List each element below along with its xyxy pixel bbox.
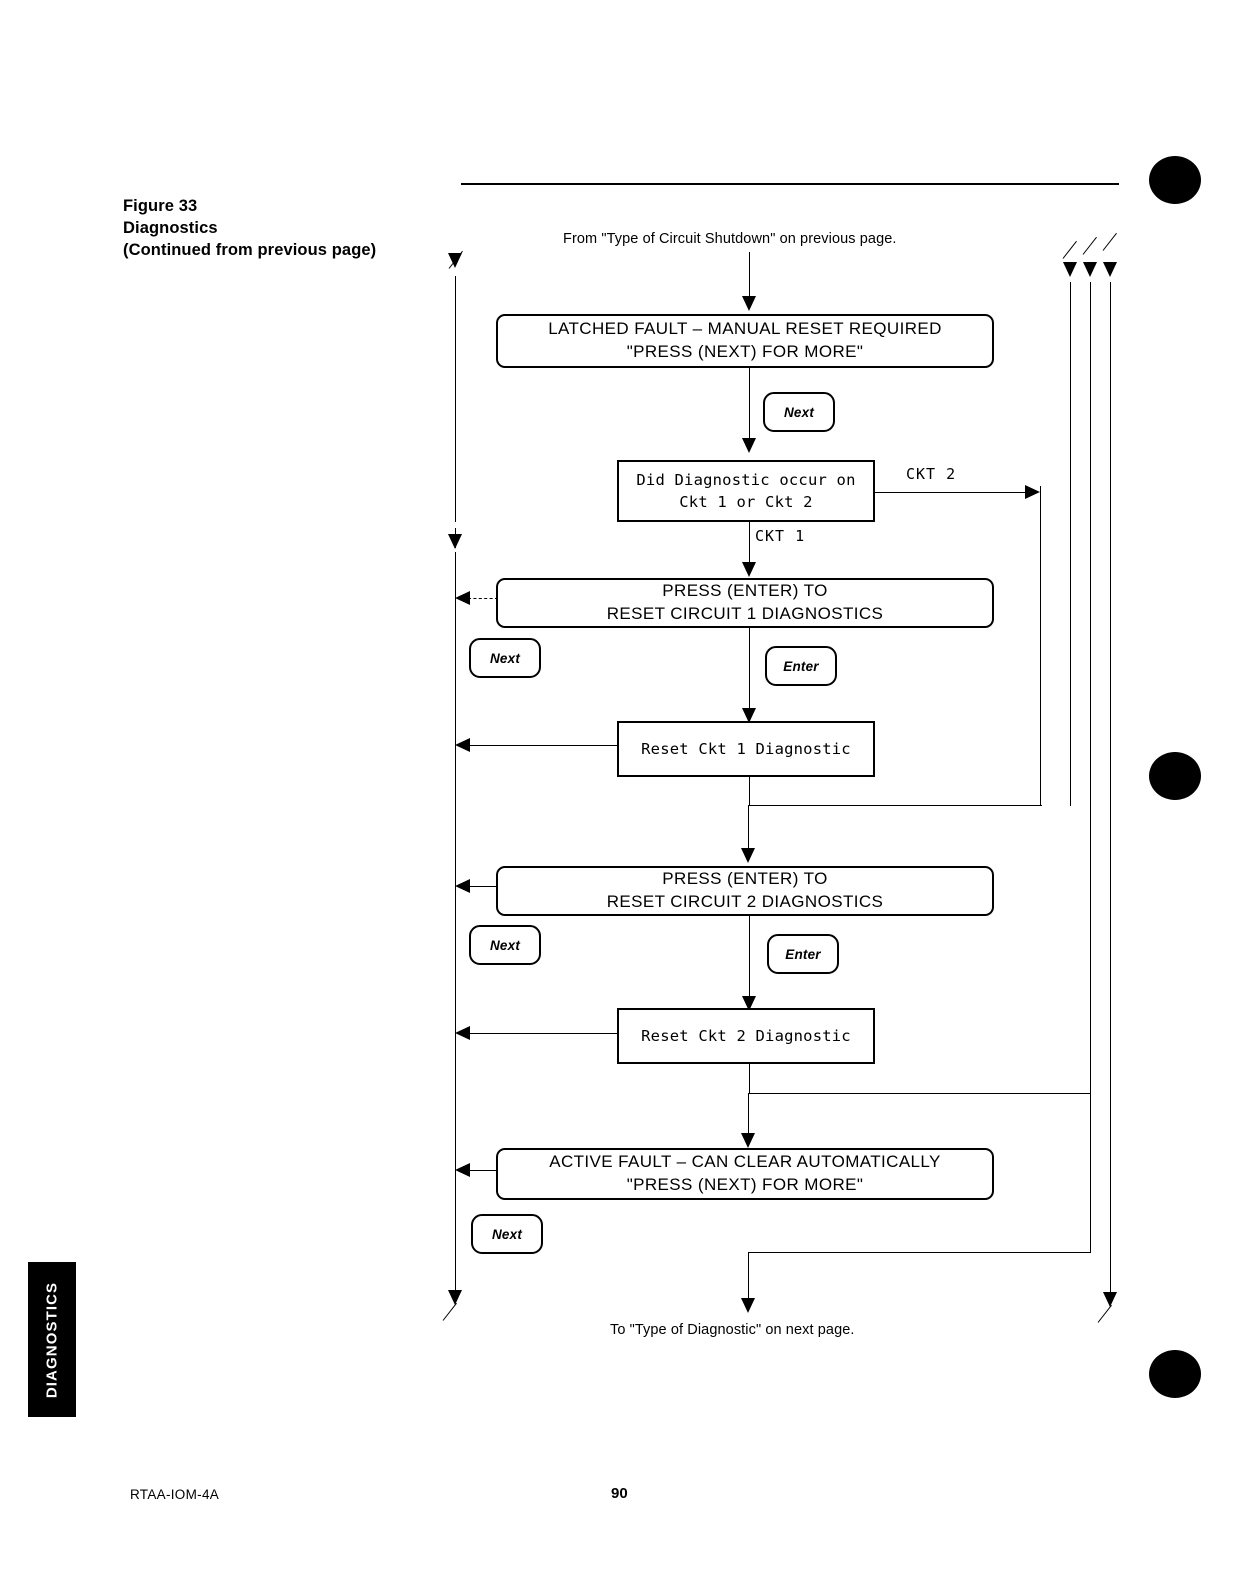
section-tab-diagnostics: DIAGNOSTICS [28,1262,76,1417]
key-next-active-fault-label: Next [491,1226,523,1242]
figure-continuation: (Continued from previous page) [123,240,377,259]
connector-ckt2-entry-vertical [748,805,749,858]
connector-reset-ckt1-down [749,777,750,806]
connector-ckt1-prompt-feedback [468,598,498,599]
connector-ckt2-vertical [1040,486,1041,806]
box-decision-circuit-line2: Ckt 1 or Ckt 2 [679,493,813,511]
left-bus-segment-upper [455,276,456,522]
left-bus-mid-arrow [448,534,462,549]
key-next-ckt2[interactable]: Next [469,925,541,965]
connector-active-fault-feedback-arrow [455,1163,470,1177]
connector-ckt2-prompt-feedback-arrow [455,879,470,893]
to-next-page-label: To "Type of Diagnostic" on next page. [610,1322,855,1338]
connector-ckt1-arrow [742,562,756,577]
connector-active-fault-entry-vertical [748,1093,749,1143]
right-bus-a-arrow [1063,262,1077,277]
box-reset-ckt2: Reset Ckt 2 Diagnostic [617,1008,875,1064]
right-bus-a-line [1070,282,1071,806]
connector-reset-ckt1-feedback [468,745,618,746]
connector-next-page-horizontal [748,1252,1090,1253]
key-next-ckt1-label: Next [489,650,521,666]
connector-latched-to-decision-arrow [742,438,756,453]
connector-ckt2-arrow [1025,485,1040,499]
connector-active-fault-entry-arrow [741,1133,755,1148]
box-latched-fault-line1: LATCHED FAULT – MANUAL RESET REQUIRED [548,319,942,339]
connector-enter-ckt1-arrow [742,708,756,723]
connector-ckt2-horizontal [875,492,1027,493]
connector-active-fault-entry-horizontal [748,1093,1090,1094]
right-bus-b-line [1090,282,1091,1094]
key-next-ckt1[interactable]: Next [469,638,541,678]
key-next-after-latched[interactable]: Next [763,392,835,432]
connector-next-page-arrow [741,1298,755,1313]
figure-title: Diagnostics [123,218,218,237]
footer-page-number: 90 [611,1485,628,1502]
box-press-enter-ckt1-line2: RESET CIRCUIT 1 DIAGNOSTICS [606,604,884,623]
section-tab-label: DIAGNOSTICS [43,1281,61,1398]
footer-document-number: RTAA-IOM-4A [130,1487,220,1502]
key-enter-ckt2-label: Enter [785,946,821,962]
from-previous-page-label: From "Type of Circuit Shutdown" on previ… [563,231,897,247]
key-next-active-fault[interactable]: Next [471,1214,543,1254]
connector-entry-line [749,252,750,304]
connector-ckt2-return-horizontal [748,805,1042,806]
connector-latched-to-decision [749,368,750,446]
box-press-enter-ckt2-line1: PRESS (ENTER) TO [662,869,828,889]
box-press-enter-ckt2: PRESS (ENTER) TO RESET CIRCUIT 2 DIAGNOS… [496,866,994,916]
page-break-tick-icon [442,1302,457,1321]
box-active-fault-line1: ACTIVE FAULT – CAN CLEAR AUTOMATICALLY [549,1152,941,1172]
box-active-fault: ACTIVE FAULT – CAN CLEAR AUTOMATICALLY "… [496,1148,994,1200]
left-bus-bottom-arrow [448,1290,462,1305]
page-break-tick-icon [1062,240,1077,259]
branch-label-ckt2: CKT 2 [906,465,957,483]
connector-entry-arrow [742,296,756,311]
connector-enter-ckt2-arrow [742,996,756,1011]
connector-ckt2-prompt-feedback [468,886,498,887]
box-latched-fault: LATCHED FAULT – MANUAL RESET REQUIRED "P… [496,314,994,368]
right-bus-b-to-next-page [1090,1094,1091,1253]
figure-number: Figure 33 [123,197,198,215]
connector-ckt2-entry-arrow [741,848,755,863]
key-next-ckt2-label: Next [489,937,521,953]
box-press-enter-ckt1: PRESS (ENTER) TO RESET CIRCUIT 1 DIAGNOS… [496,578,994,628]
box-decision-circuit: Did Diagnostic occur on Ckt 1 or Ckt 2 [617,460,875,522]
box-press-enter-ckt2-line2: RESET CIRCUIT 2 DIAGNOSTICS [606,892,884,911]
box-press-enter-ckt1-line1: PRESS (ENTER) TO [662,581,828,601]
box-reset-ckt1: Reset Ckt 1 Diagnostic [617,721,875,777]
connector-reset-ckt2-feedback [468,1033,618,1034]
box-decision-circuit-line1: Did Diagnostic occur on [636,471,856,489]
box-latched-fault-line2: "PRESS (NEXT) FOR MORE" [626,342,864,361]
page-break-tick-icon [1102,232,1117,251]
binder-hole-icon [1149,752,1201,800]
connector-next-page-vertical [748,1252,749,1310]
connector-reset-ckt2-down [749,1064,750,1094]
box-reset-ckt2-line1: Reset Ckt 2 Diagnostic [641,1027,851,1045]
connector-enter-ckt1-line [749,628,750,716]
branch-label-ckt1: CKT 1 [755,527,806,545]
key-enter-ckt2[interactable]: Enter [767,934,839,974]
right-bus-b-arrow [1083,262,1097,277]
connector-enter-ckt2-line [749,916,750,1004]
right-bus-c-arrow [1103,262,1117,277]
right-bus-c-line [1110,282,1111,1294]
box-active-fault-line2: "PRESS (NEXT) FOR MORE" [626,1175,864,1194]
header-rule [461,183,1119,185]
binder-hole-icon [1149,156,1201,204]
key-next-after-latched-label: Next [783,404,815,420]
page-break-tick-icon [1097,1304,1112,1323]
connector-active-fault-feedback [468,1170,498,1171]
page-break-tick-icon [1082,236,1097,255]
right-bus-c-bottom-arrow [1103,1292,1117,1307]
connector-ckt1-vertical [749,522,750,570]
connector-reset-ckt1-feedback-arrow [455,738,470,752]
key-enter-ckt1[interactable]: Enter [765,646,837,686]
key-enter-ckt1-label: Enter [783,658,819,674]
binder-hole-icon [1149,1350,1201,1398]
figure-caption: Figure 33 Diagnostics (Continued from pr… [123,196,453,261]
connector-reset-ckt2-feedback-arrow [455,1026,470,1040]
box-reset-ckt1-line1: Reset Ckt 1 Diagnostic [641,740,851,758]
connector-ckt1-prompt-feedback-arrow [455,591,470,605]
left-bus-top-arrow [448,253,462,268]
left-bus-segment-lower [455,552,456,1300]
